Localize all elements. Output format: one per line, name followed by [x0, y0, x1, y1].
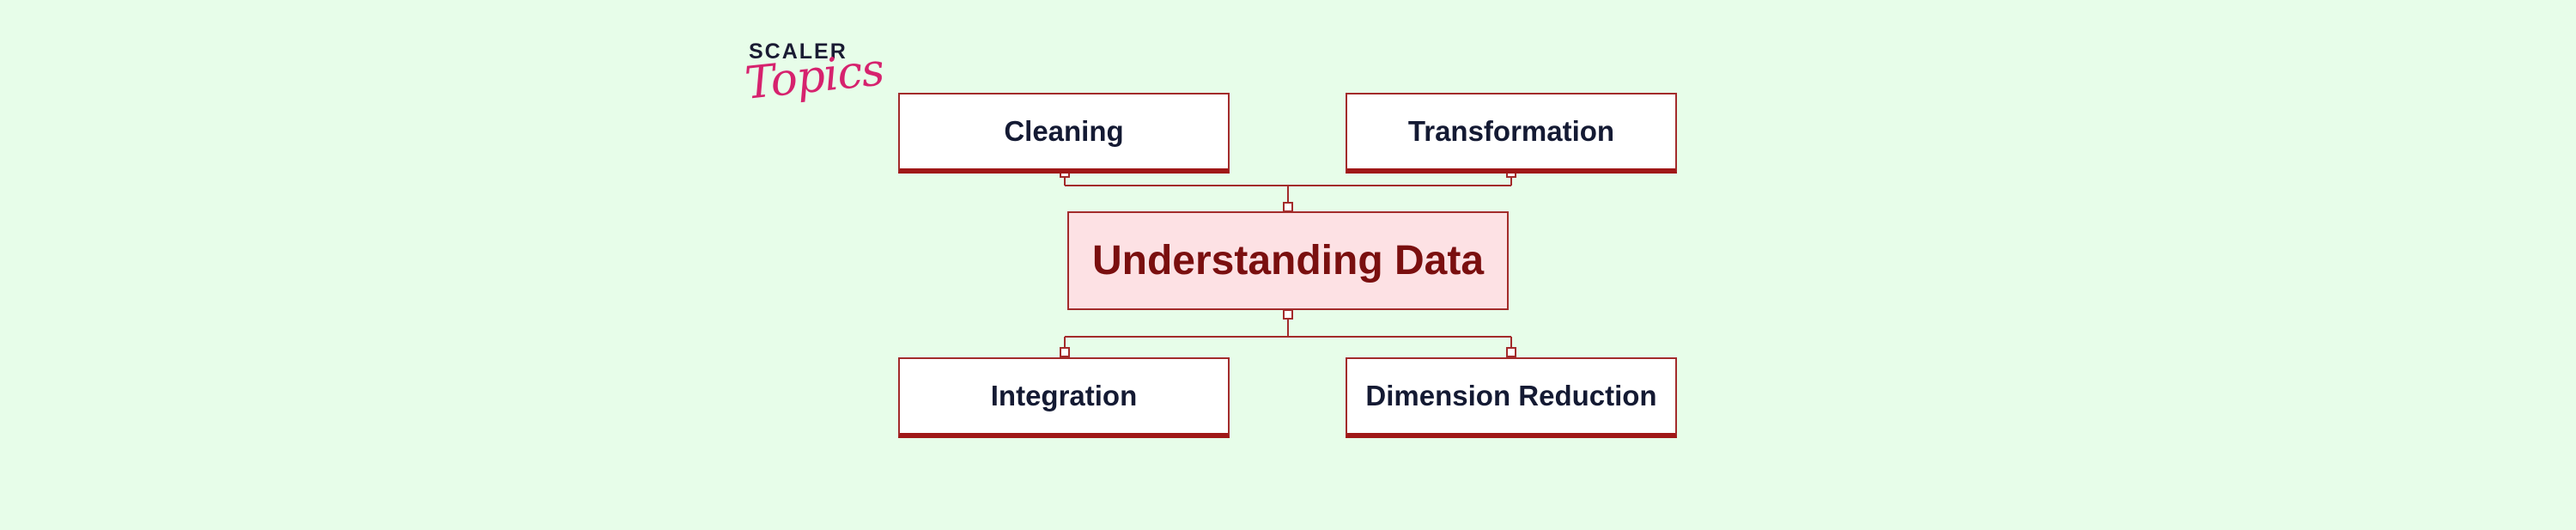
connector-port — [1506, 347, 1516, 357]
node-label: Cleaning — [1004, 115, 1124, 147]
node-dimension-reduction: Dimension Reduction — [1346, 357, 1677, 438]
connector-port — [1283, 202, 1293, 212]
node-transformation: Transformation — [1346, 93, 1677, 174]
connector-port — [1060, 347, 1070, 357]
node-integration: Integration — [898, 357, 1230, 438]
node-understanding-data: Understanding Data — [1067, 211, 1509, 310]
node-label: Transformation — [1407, 115, 1615, 147]
center-node-label: Understanding Data — [1091, 238, 1485, 283]
scaler-topics-logo: SCALER Topics — [743, 40, 886, 125]
node-cleaning: Cleaning — [898, 93, 1230, 174]
connector-port — [1283, 309, 1293, 320]
logo-wordmark-scaler: SCALER — [749, 40, 848, 64]
node-label: Dimension Reduction — [1365, 380, 1657, 411]
node-label: Integration — [990, 380, 1138, 411]
